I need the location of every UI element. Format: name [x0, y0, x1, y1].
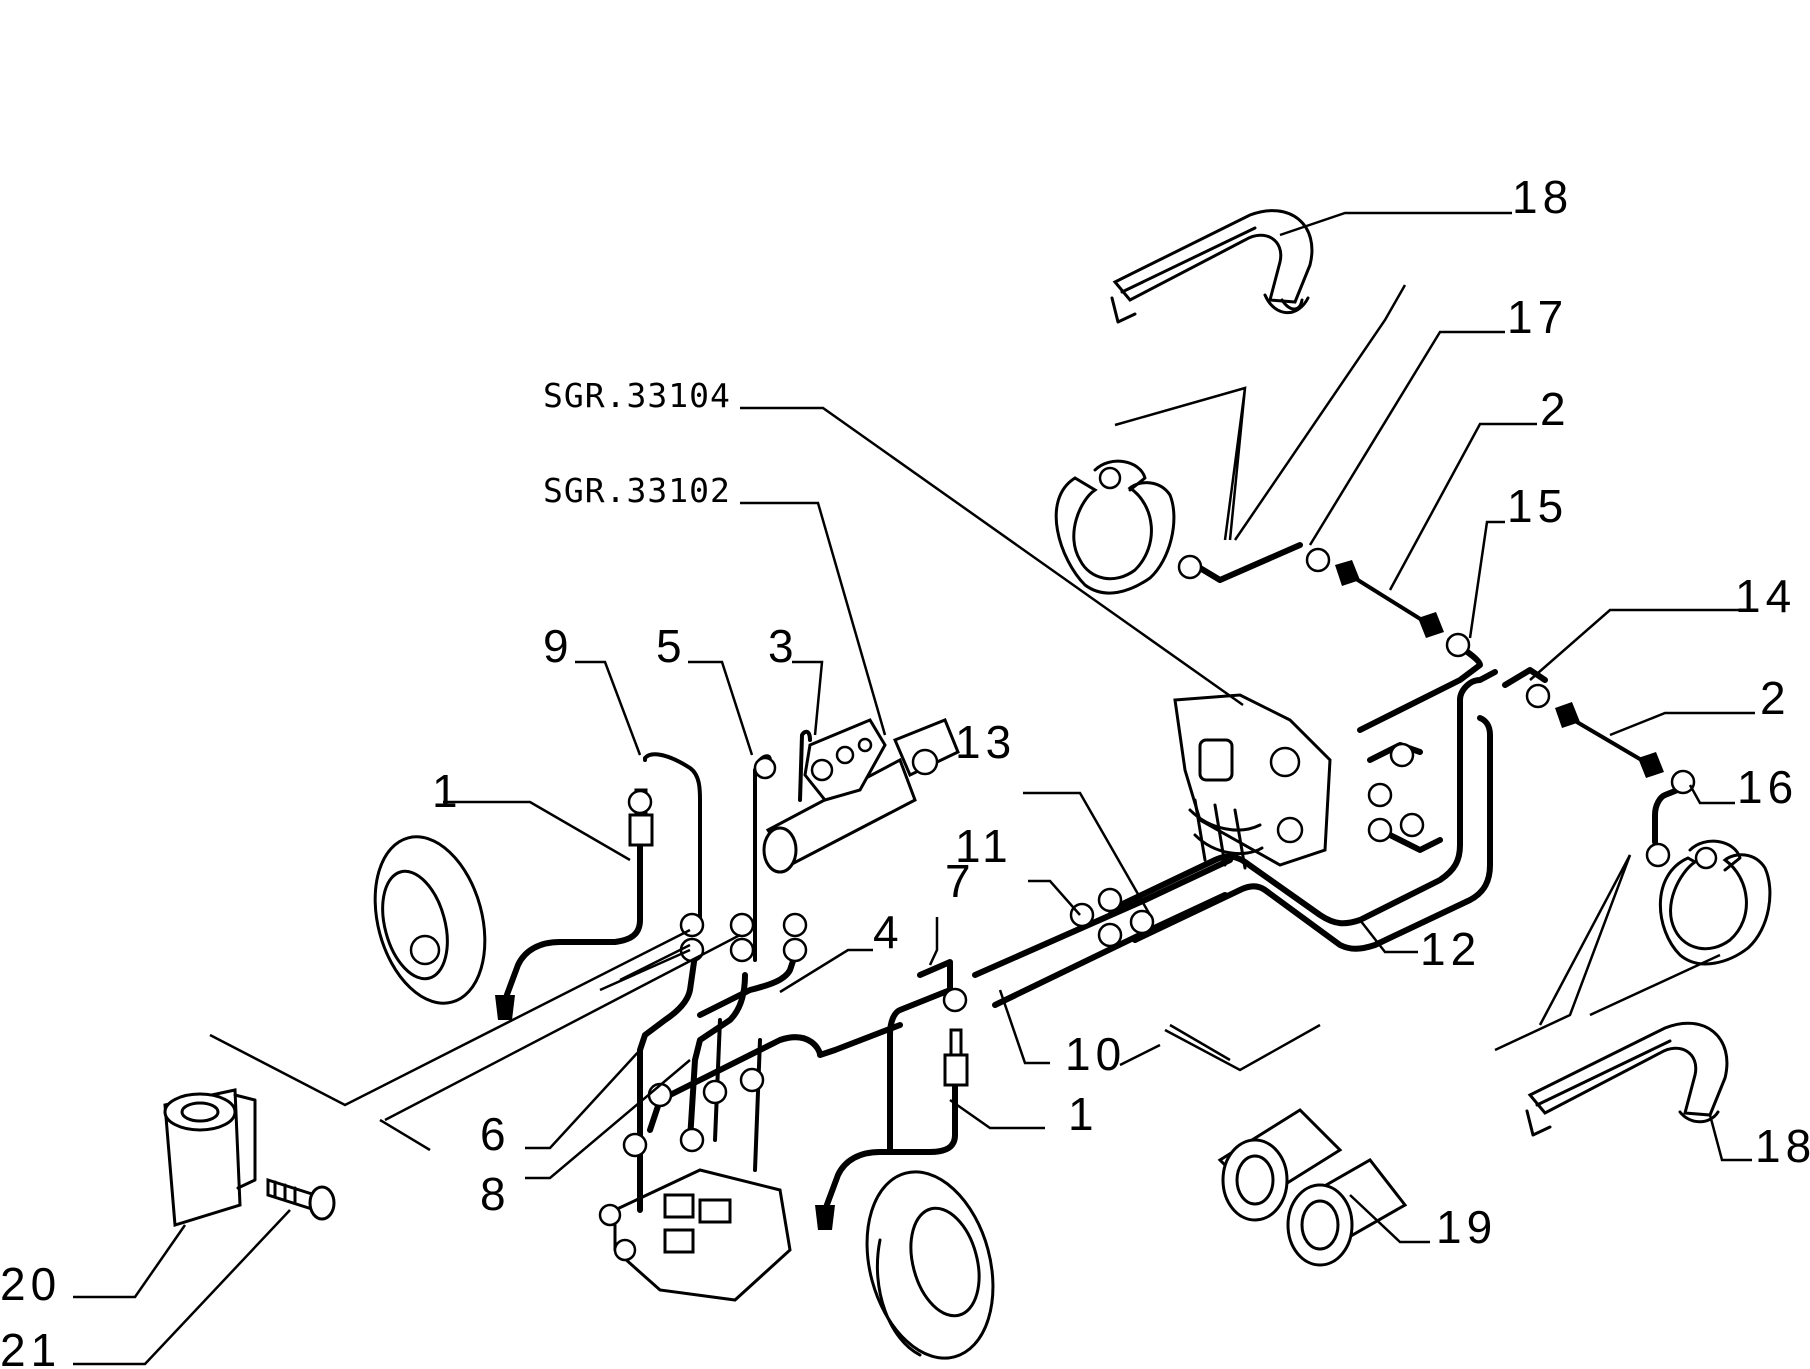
label-7: 7 — [945, 855, 976, 907]
reference-sgr-33102: SGR.33102 — [543, 471, 731, 510]
label-14: 14 — [1735, 570, 1796, 622]
brake-control-unit — [598, 1168, 792, 1302]
label-18-top: 18 — [1512, 171, 1573, 223]
label-19: 19 — [1436, 1201, 1497, 1253]
part-18-top-grommet — [1110, 209, 1314, 324]
part-21-bolt — [266, 1177, 336, 1221]
label-11: 11 — [955, 820, 1013, 872]
front-right-brake-disc — [865, 1170, 995, 1360]
label-5: 5 — [656, 620, 687, 672]
label-8: 8 — [480, 1168, 511, 1220]
part-1-left-flexible-hose — [495, 788, 654, 1020]
part-1-right-flexible-hose — [815, 1028, 969, 1230]
label-10: 10 — [1065, 1028, 1126, 1080]
reference-sgr-33104: SGR.33104 — [543, 376, 731, 415]
label-9: 9 — [543, 620, 574, 672]
part-20-fixing-bracket — [163, 1088, 257, 1227]
part-19-double-union — [1217, 1108, 1408, 1267]
label-4: 4 — [873, 906, 904, 958]
front-left-brake-disc — [373, 835, 487, 1005]
label-13: 13 — [955, 716, 1016, 768]
label-3: 3 — [768, 620, 799, 672]
label-2-upper: 2 — [1540, 383, 1571, 435]
rear-left-brake-bracket — [1054, 459, 1176, 595]
callout-labels: 18 17 2 15 14 2 16 12 13 11 7 4 10 1 9 5… — [0, 171, 1810, 1369]
construction-lines — [209, 284, 1721, 1152]
label-12: 12 — [1420, 923, 1481, 975]
part-2-upper-connector — [1335, 560, 1444, 638]
part-2-lower-connector — [1555, 702, 1664, 778]
label-6: 6 — [480, 1108, 511, 1160]
label-1-right: 1 — [1068, 1088, 1099, 1140]
part-18-bottom-grommet — [1525, 1021, 1729, 1137]
label-15: 15 — [1507, 480, 1568, 532]
brake-master-cylinder — [762, 718, 960, 874]
brake-pressure-regulator — [1173, 693, 1332, 870]
label-21: 21 — [0, 1324, 61, 1369]
label-1-left: 1 — [432, 765, 463, 817]
callout-leader-lines — [73, 211, 1755, 1366]
label-16: 16 — [1737, 761, 1798, 813]
rear-right-brake-bracket — [1658, 839, 1772, 966]
label-17: 17 — [1507, 291, 1568, 343]
pipe-union-rings — [622, 547, 1696, 1158]
label-2-lower: 2 — [1760, 672, 1791, 724]
label-20: 20 — [0, 1258, 61, 1310]
label-18-bottom: 18 — [1755, 1120, 1810, 1172]
